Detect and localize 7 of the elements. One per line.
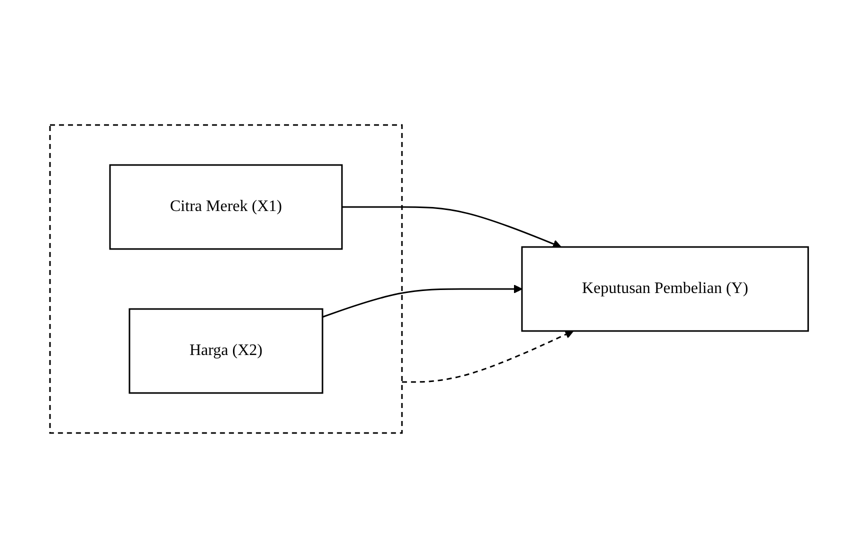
arrow <box>402 330 574 382</box>
node-box: Harga (X2) <box>128 308 324 394</box>
node-box: Citra Merek (X1) <box>109 164 343 250</box>
node-box: Keputusan Pembelian (Y) <box>521 246 809 332</box>
cluster <box>49 124 403 434</box>
arrow <box>322 284 522 318</box>
arrow <box>342 206 562 248</box>
